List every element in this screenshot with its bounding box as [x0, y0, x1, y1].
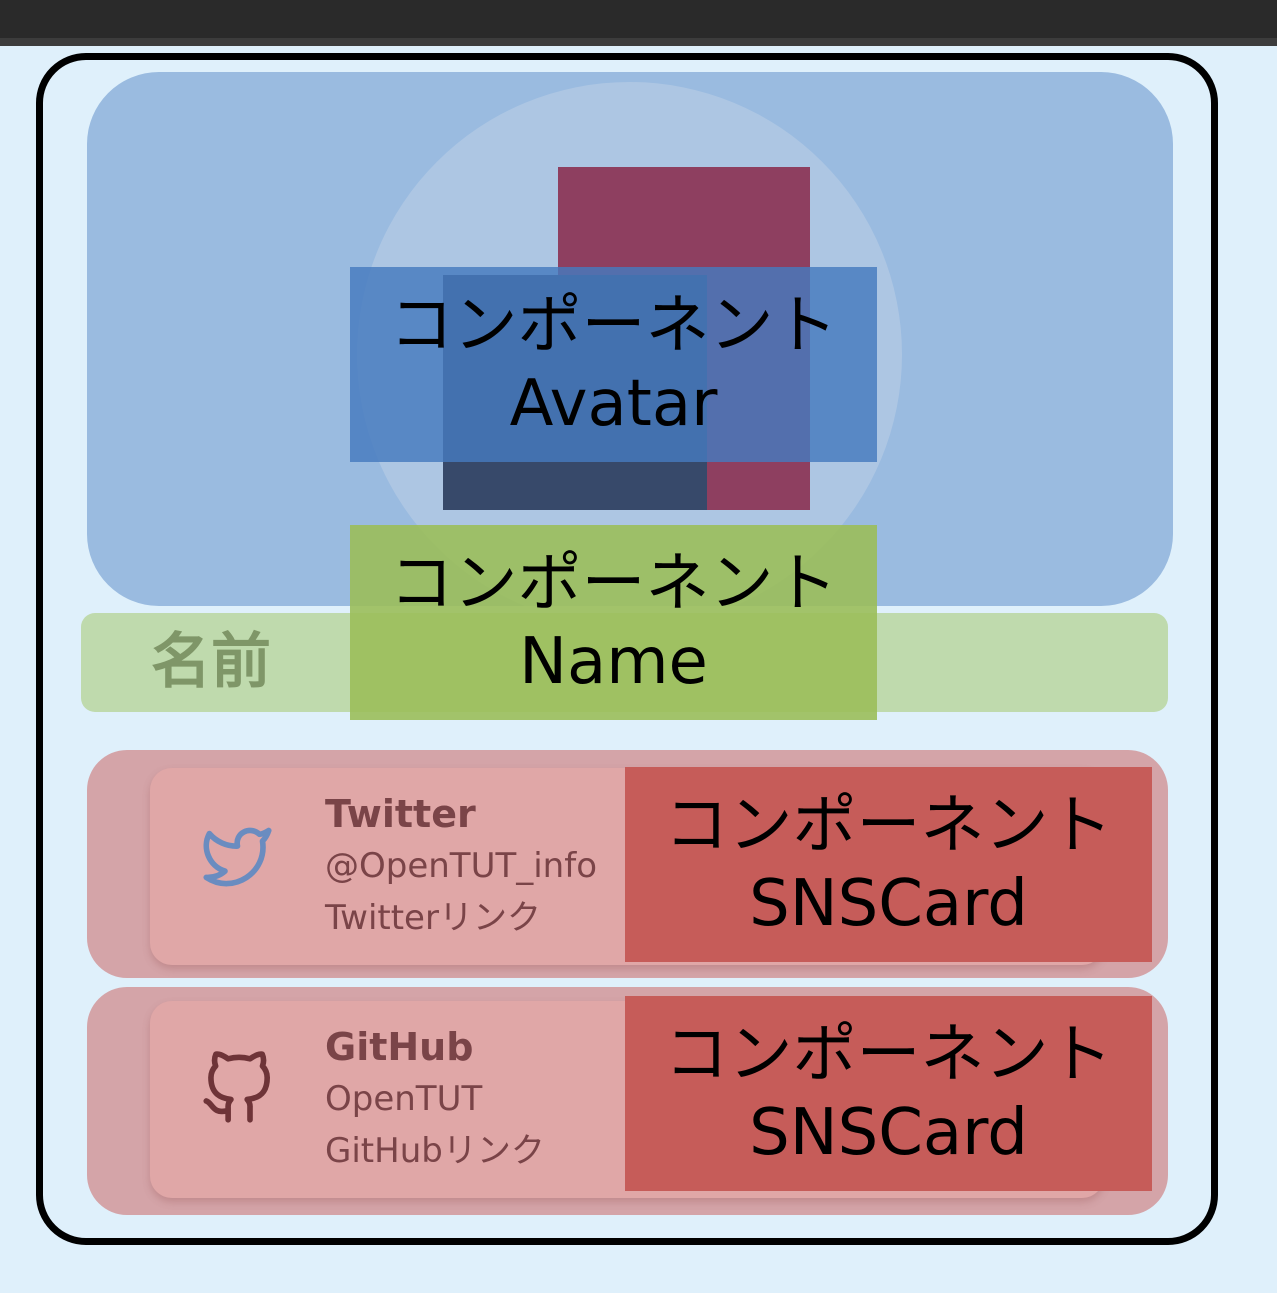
annotation-prefix: コンポーネント: [389, 288, 838, 363]
annotation-prefix: コンポーネント: [389, 546, 838, 621]
sns-account: OpenTUT: [325, 1079, 483, 1119]
annotation-component: Avatar: [509, 366, 718, 441]
twitter-icon: [203, 827, 272, 887]
annotation-snscard-2: コンポーネント SNSCard: [625, 996, 1152, 1191]
github-icon: [203, 1051, 270, 1123]
annotation-prefix: コンポーネント: [664, 1017, 1113, 1092]
sns-link[interactable]: Twitterリンク: [325, 898, 541, 938]
annotation-name: コンポーネント Name: [350, 525, 877, 720]
sns-service: GitHub: [325, 1025, 474, 1069]
sns-account: @OpenTUT_info: [325, 846, 597, 886]
annotation-component: SNSCard: [749, 1095, 1028, 1170]
top-bar: [0, 0, 1277, 46]
profile-name: 名前: [151, 627, 271, 697]
annotation-component: SNSCard: [749, 866, 1028, 941]
annotation-prefix: コンポーネント: [664, 788, 1113, 863]
annotation-snscard-1: コンポーネント SNSCard: [625, 767, 1152, 962]
sns-link[interactable]: GitHubリンク: [325, 1131, 545, 1171]
annotation-avatar: コンポーネント Avatar: [350, 267, 877, 462]
annotation-component: Name: [519, 624, 708, 699]
sns-service: Twitter: [325, 792, 476, 836]
profile-card-frame: [36, 53, 1218, 1245]
